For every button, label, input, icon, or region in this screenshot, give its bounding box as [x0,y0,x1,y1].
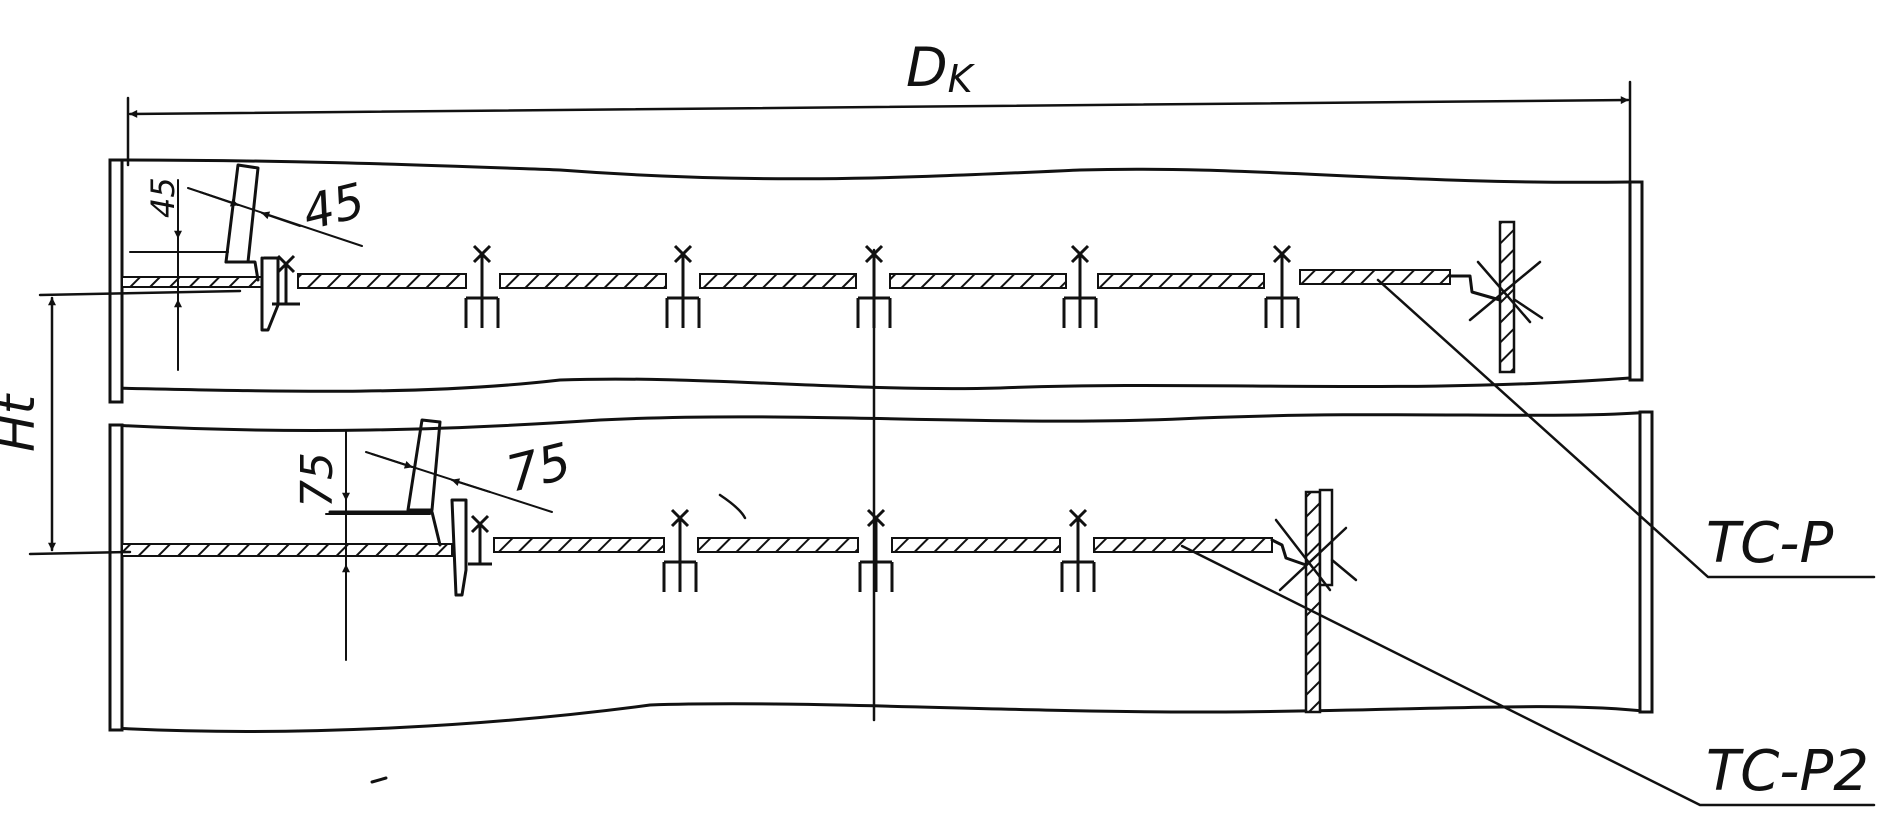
stray-mark [370,776,388,784]
tray-panel [891,537,1061,553]
tray-panel [1299,269,1451,285]
lower-angle-arrow [371,453,413,469]
lower-gap-dimensions: 75 75 [292,429,577,661]
diameter-dimension: DK [126,36,1632,184]
tray-panel [1093,537,1273,553]
tray-panel [499,273,667,289]
upper-outlet-bend [1448,274,1502,302]
upper-weld-x [1468,260,1544,324]
upper-angle-arrow [261,211,301,227]
tc-p-leader [1376,278,1876,579]
clamp [1060,508,1096,592]
lower-outlet-weir [1304,490,1322,714]
upper-gap-dimensions: 45 45 [129,173,370,371]
upper-angle-label: 45 [297,173,370,242]
clamp [464,244,500,328]
upper-downcomer-lip [224,260,260,282]
clamp-fasteners [272,244,1300,592]
tray-panel [699,273,857,289]
upper-inlet-weir [260,256,280,332]
lower-right-wall [1638,410,1654,714]
diameter-dimension-line [128,96,1630,118]
upper-shell-section [108,158,1644,404]
tc-p-label: TC-P [1706,511,1834,576]
tray-panel [697,537,859,553]
callout-tc-p: TC-P [1376,278,1876,579]
upper-left-wall [108,158,124,404]
upper-right-wall [1628,180,1644,382]
spacing-extension-upper [38,289,242,297]
tray-panel [121,543,453,557]
lower-gap-vertical-label: 75 [292,452,343,508]
clamp [662,508,698,592]
clamp [272,254,300,306]
tray-panel [121,276,263,288]
clamp [1264,244,1300,328]
upper-downcomer-plate [224,163,260,264]
lower-left-wall [108,423,124,732]
tray-panel [1097,273,1265,289]
lower-shell-section [108,410,1654,733]
clamp [1062,244,1098,328]
lower-downcomer-plate [406,418,442,512]
clamp [858,508,894,592]
upper-shell-top-break [110,158,1632,184]
upper-tray [121,163,1544,374]
tc-p2-leader [1180,544,1876,807]
lower-tray [121,418,1358,714]
lower-downcomer-lip [328,510,442,547]
lower-weld-x [1274,518,1358,592]
tray-panel [297,273,467,289]
lower-shell-bottom-break [110,702,1654,733]
callout-tc-p2: TC-P2 [1180,544,1876,807]
stray-mark [718,493,747,520]
diameter-label: DK [906,36,976,101]
tray-panel [493,537,665,553]
lower-outlet-cap [1318,488,1334,587]
lower-angle-arrow [451,478,491,493]
tray-spacing-dimension: Ht [0,289,242,556]
clamp [468,514,492,566]
tray-spacing-label: Ht [0,392,46,452]
lower-inlet-weir [450,498,468,597]
tray-panel [889,273,1067,289]
upper-shell-bottom-break [110,376,1632,393]
tc-p2-label: TC-P2 [1706,739,1869,804]
upper-angle-arrow [199,191,239,207]
upper-gap-vertical-label: 45 [144,177,182,218]
lower-shell-top-break [110,410,1654,432]
clamp [665,244,701,328]
spacing-extension-lower [28,550,132,556]
lower-angle-label: 75 [501,432,577,504]
lower-outlet-bend [1270,538,1308,567]
